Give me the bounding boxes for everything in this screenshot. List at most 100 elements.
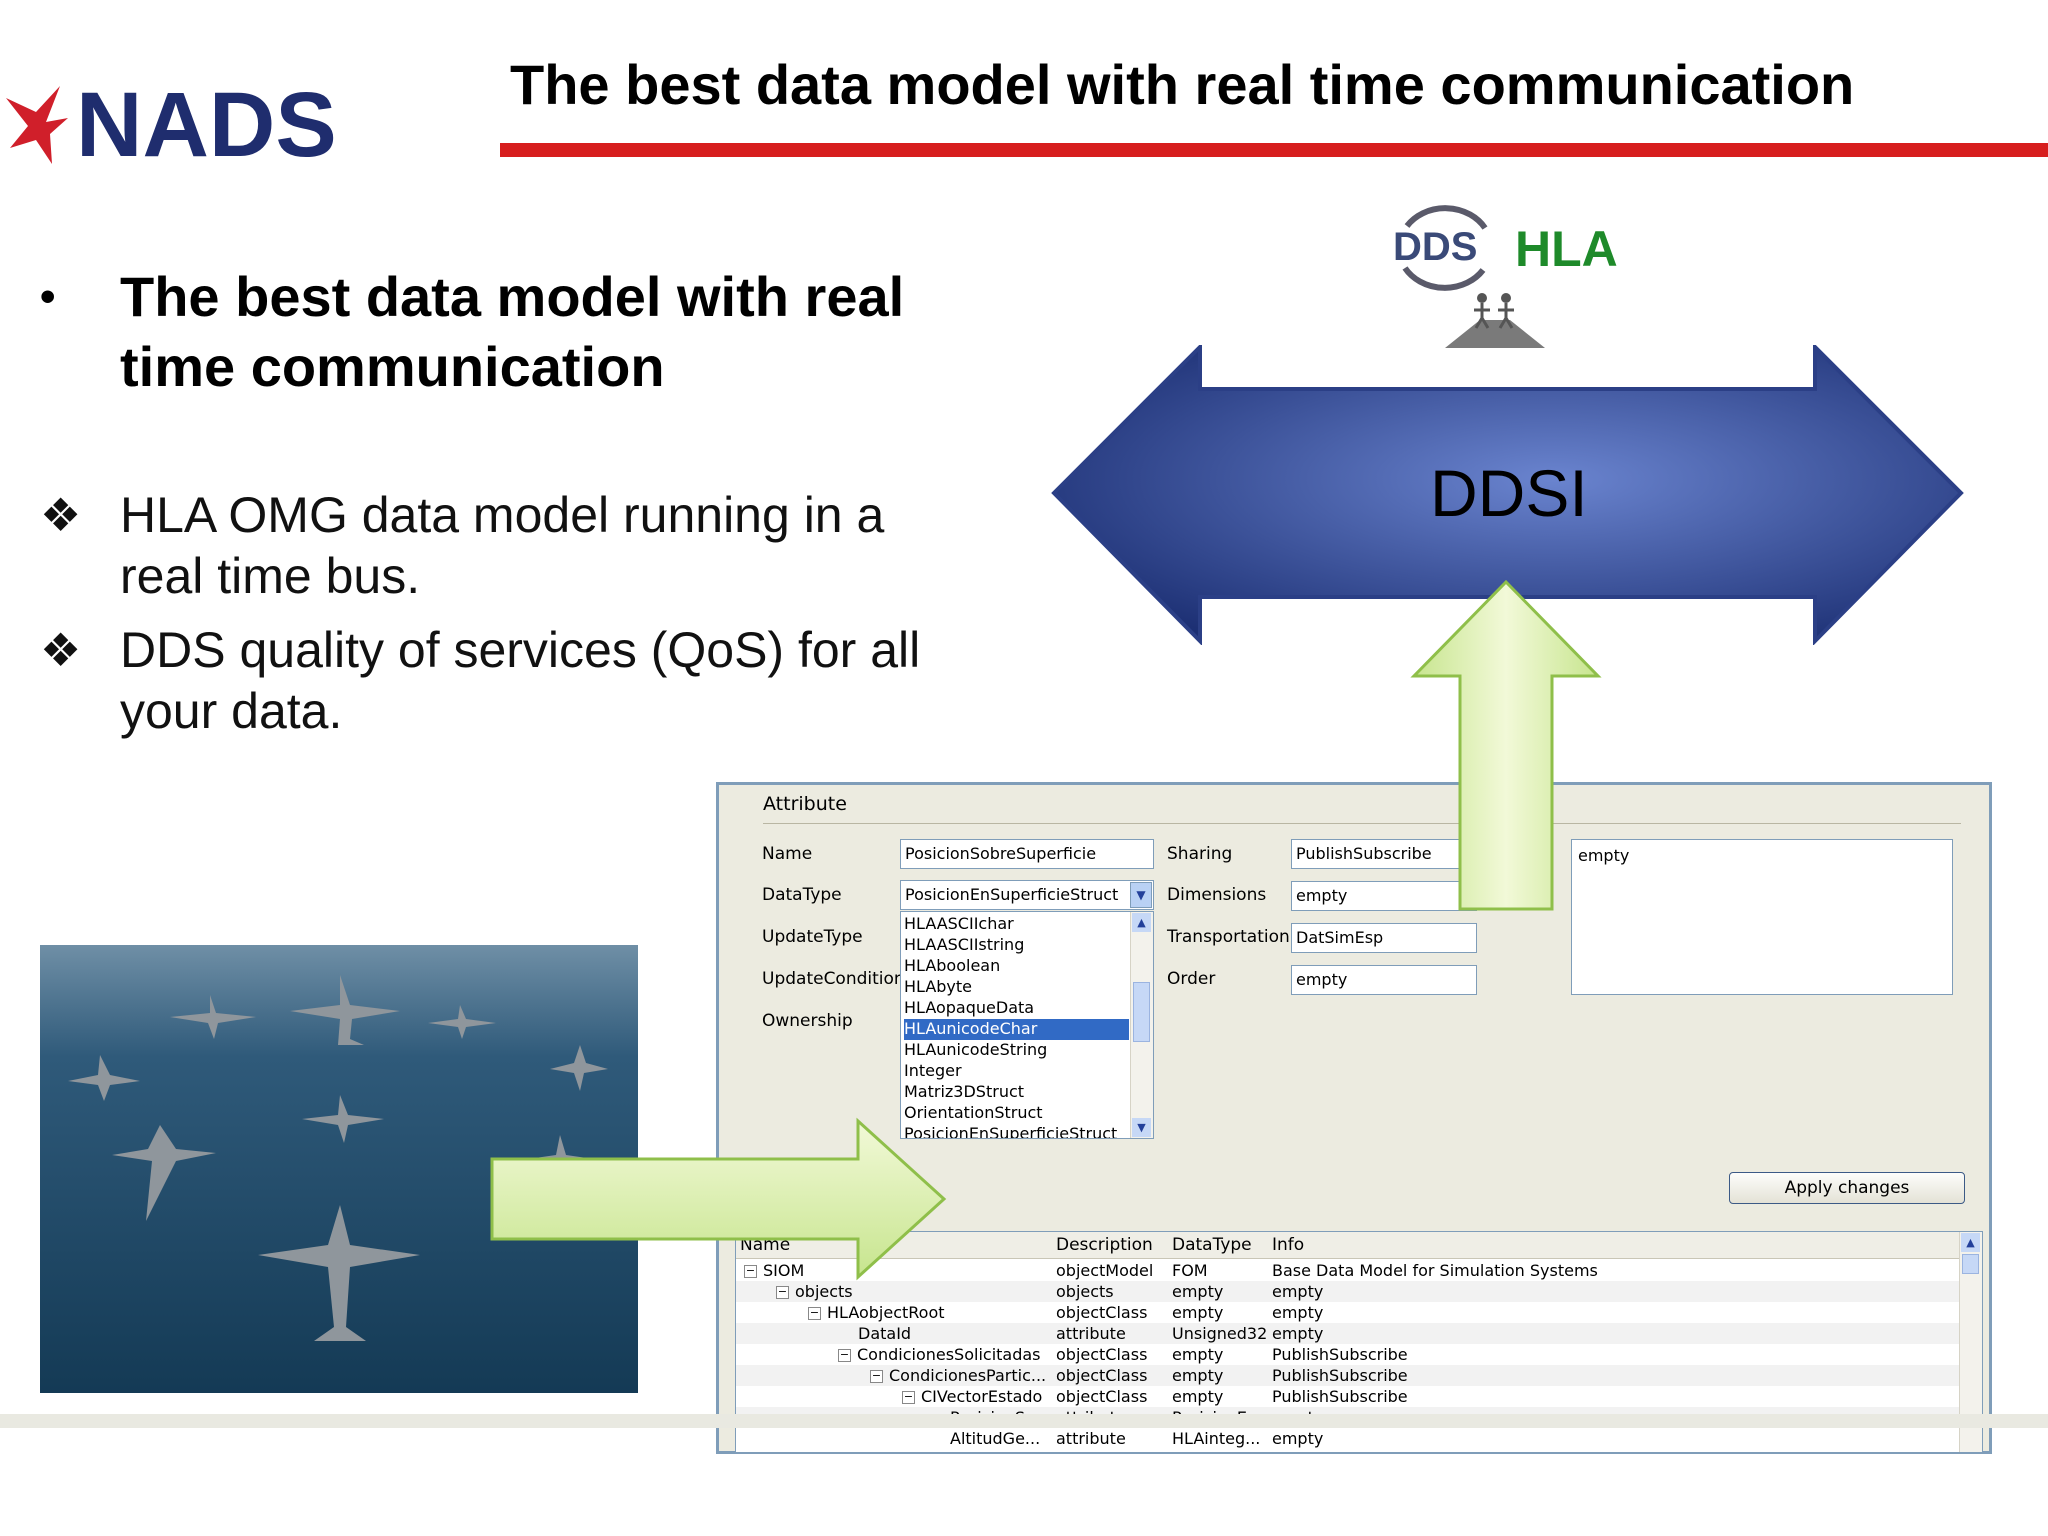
dropdown-option[interactable]: HLAopaqueData — [904, 998, 1035, 1017]
bullet-mark: • — [40, 272, 56, 321]
group-divider — [763, 823, 1961, 824]
row-description: attribute — [1056, 1429, 1126, 1448]
dropdown-option[interactable]: OrientationStruct — [904, 1103, 1043, 1122]
row-datatype: empty — [1172, 1303, 1224, 1322]
tree-node-name: −SIOM — [744, 1261, 805, 1280]
sharing-field[interactable]: PublishSubscribe — [1291, 839, 1477, 869]
dropdown-option[interactable]: HLAunicodeString — [904, 1040, 1048, 1059]
chevron-down-icon[interactable]: ▼ — [1130, 882, 1152, 908]
dropdown-option-selected[interactable]: HLAunicodeChar — [904, 1019, 1129, 1040]
scroll-thumb[interactable] — [1133, 982, 1150, 1042]
dropdown-option[interactable]: Matriz3DStruct — [904, 1082, 1025, 1101]
tree-node-name: −CondicionesPartic... — [870, 1366, 1047, 1385]
ddsi-label: DDSI — [1430, 456, 1588, 530]
table-row[interactable]: AltitudGe... attribute HLAinteg... empty — [736, 1428, 1962, 1449]
tree-scrollbar[interactable]: ▲ — [1959, 1232, 1982, 1452]
row-description: attribute — [1056, 1324, 1126, 1343]
bottom-band — [0, 1414, 2048, 1428]
datatype-select[interactable]: PosicionEnSuperficieStruct ▼ — [900, 880, 1154, 910]
updatecondition-label: UpdateCondition — [762, 969, 905, 989]
table-row[interactable]: −CIVectorEstado objectClass empty Publis… — [736, 1386, 1962, 1407]
collapse-icon[interactable]: − — [776, 1285, 789, 1299]
row-datatype: empty — [1172, 1345, 1224, 1364]
tree-node-name: −HLAobjectRoot — [808, 1303, 945, 1322]
row-datatype: Unsigned32 — [1172, 1324, 1268, 1343]
datatype-select-value: PosicionEnSuperficieStruct — [905, 885, 1119, 904]
main-bullet-text: The best data model with real time commu… — [120, 265, 905, 398]
apply-changes-button[interactable]: Apply changes — [1729, 1172, 1965, 1204]
tree-node-name: −objects — [776, 1282, 853, 1301]
datatype-label: DataType — [762, 885, 842, 905]
svg-text:NADS: NADS — [76, 78, 337, 170]
dropdown-scrollbar[interactable]: ▲ ▼ — [1130, 912, 1153, 1138]
row-datatype: empty — [1172, 1282, 1224, 1301]
collapse-icon[interactable]: − — [838, 1348, 851, 1362]
dropdown-option[interactable]: HLAbyte — [904, 977, 972, 996]
info-textarea[interactable]: empty — [1571, 839, 1953, 995]
dropdown-option[interactable]: Integer — [904, 1061, 962, 1080]
dimensions-field[interactable]: empty — [1291, 881, 1477, 911]
column-header-info[interactable]: Info — [1272, 1235, 1305, 1255]
tree-node-name: −CondicionesSolicitadas — [838, 1345, 1041, 1364]
row-info: PublishSubscribe — [1272, 1387, 1408, 1406]
row-datatype: HLAinteg... — [1172, 1429, 1261, 1448]
row-description: objectModel — [1056, 1261, 1154, 1280]
transportation-field[interactable]: DatSimEsp — [1291, 923, 1477, 953]
tree-node-name: −CIVectorEstado — [902, 1387, 1043, 1406]
ownership-label: Ownership — [762, 1011, 853, 1031]
green-up-arrow — [1410, 579, 1602, 911]
sharing-label: Sharing — [1167, 844, 1233, 864]
collapse-icon[interactable]: − — [808, 1306, 821, 1320]
transportation-label: Transportation — [1167, 927, 1290, 947]
attribute-group-title: Attribute — [763, 793, 847, 815]
sub-bullet-text: DDS quality of services (QoS) for all yo… — [120, 622, 921, 739]
chevron-up-icon[interactable]: ▲ — [1961, 1233, 1980, 1252]
table-row[interactable]: DataId attribute Unsigned32 empty — [736, 1323, 1962, 1344]
dds-logo: DDS — [1393, 205, 1488, 291]
row-datatype: empty — [1172, 1366, 1224, 1385]
title-rule — [500, 143, 2048, 157]
name-label: Name — [762, 844, 813, 864]
dropdown-option[interactable]: HLAASCIIchar — [904, 914, 1014, 933]
table-row[interactable]: −HLAobjectRoot objectClass empty empty — [736, 1302, 1962, 1323]
diamond-bullet-icon: ❖ — [40, 489, 82, 541]
chevron-down-icon[interactable]: ▼ — [1132, 1118, 1151, 1137]
dropdown-option[interactable]: PosicionEnSuperficieStruct — [904, 1124, 1118, 1139]
green-right-arrow — [490, 1117, 947, 1281]
row-description: objectClass — [1056, 1303, 1148, 1322]
row-info: empty — [1272, 1282, 1324, 1301]
row-info: PublishSubscribe — [1272, 1366, 1408, 1385]
row-description: objects — [1056, 1282, 1114, 1301]
row-datatype: empty — [1172, 1387, 1224, 1406]
column-header-datatype[interactable]: DataType — [1172, 1235, 1252, 1255]
dropdown-option[interactable]: HLAboolean — [904, 956, 1001, 975]
datatype-dropdown-list[interactable]: HLAASCIIchar HLAASCIIstring HLAboolean H… — [900, 911, 1154, 1139]
svg-text:DDS: DDS — [1393, 225, 1477, 269]
table-row[interactable]: −objects objects empty empty — [736, 1281, 1962, 1302]
chevron-up-icon[interactable]: ▲ — [1132, 913, 1151, 932]
table-row[interactable]: −CondicionesSolicitadas objectClass empt… — [736, 1344, 1962, 1365]
order-field[interactable]: empty — [1291, 965, 1477, 995]
tree-node-name: AltitudGe... — [950, 1429, 1041, 1448]
table-row[interactable]: −SIOM objectModel FOM Base Data Model fo… — [736, 1260, 1962, 1281]
row-description: objectClass — [1056, 1387, 1148, 1406]
dropdown-option[interactable]: HLAASCIIstring — [904, 935, 1025, 954]
bridge-people-icon — [1445, 293, 1545, 348]
scroll-thumb[interactable] — [1962, 1254, 1979, 1274]
row-info: Base Data Model for Simulation Systems — [1272, 1261, 1598, 1280]
collapse-icon[interactable]: − — [744, 1264, 757, 1278]
slide-title: The best data model with real time commu… — [510, 53, 1855, 116]
collapse-icon[interactable]: − — [902, 1390, 915, 1404]
row-description: objectClass — [1056, 1345, 1148, 1364]
collapse-icon[interactable]: − — [870, 1369, 883, 1383]
tree-node-name: DataId — [858, 1324, 912, 1343]
order-label: Order — [1167, 969, 1216, 989]
row-description: objectClass — [1056, 1366, 1148, 1385]
dimensions-label: Dimensions — [1167, 885, 1267, 905]
table-row[interactable]: −CondicionesPartic... objectClass empty … — [736, 1365, 1962, 1386]
name-field[interactable]: PosicionSobreSuperficie — [900, 839, 1154, 869]
sub-bullet-text: HLA OMG data model running in a real tim… — [120, 487, 885, 604]
column-header-description[interactable]: Description — [1056, 1235, 1153, 1255]
nads-logo: NADS — [6, 78, 337, 170]
row-info: empty — [1272, 1324, 1324, 1343]
